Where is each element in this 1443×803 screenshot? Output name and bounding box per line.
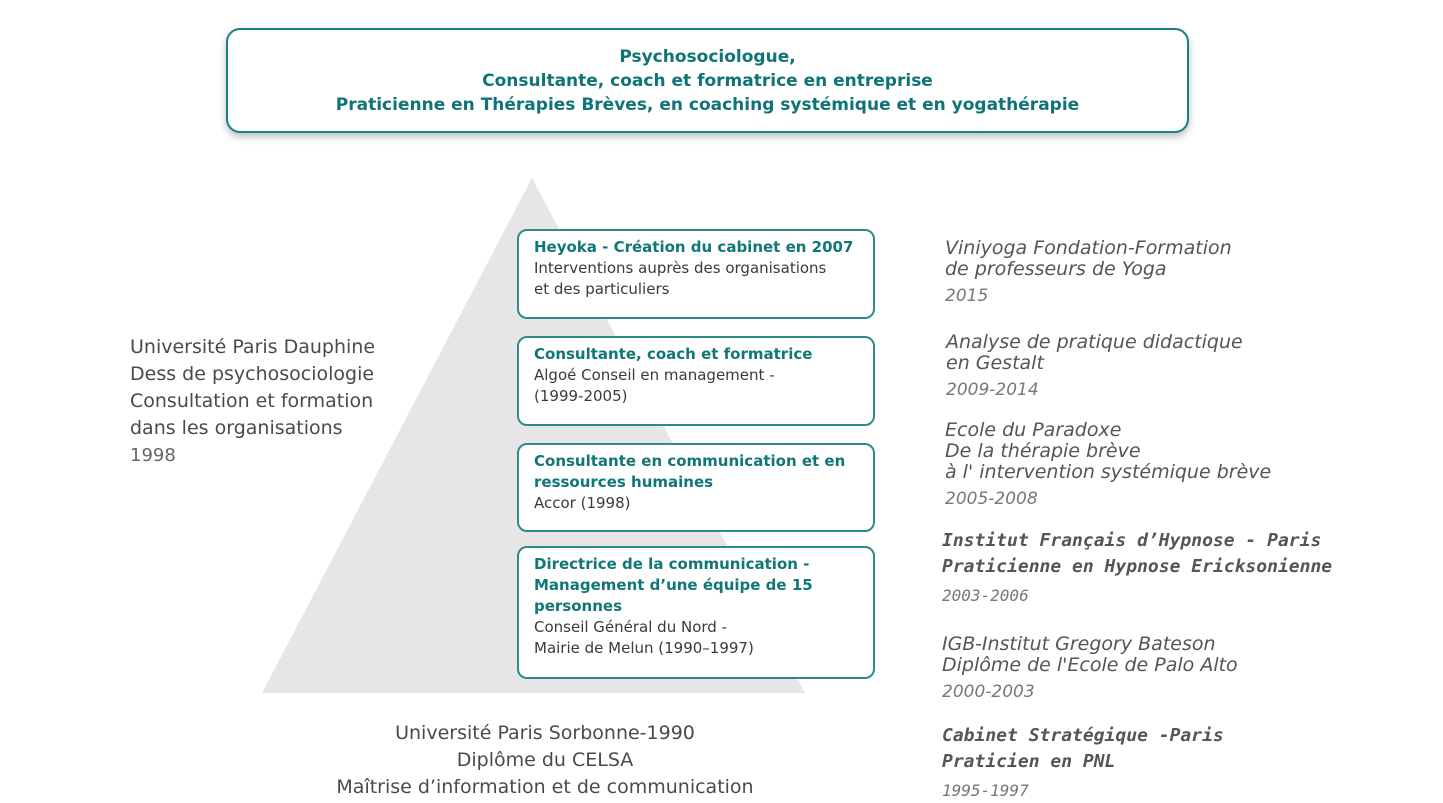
education-line: Université Paris Sorbonne-1990	[395, 722, 695, 744]
role-title: Management d’une équipe de 15	[534, 576, 813, 594]
role-desc: et des particuliers	[534, 280, 670, 298]
role-card-algoe: Consultante, coach et formatrice Algoé C…	[517, 336, 875, 426]
training-hypnose: Institut Français d’Hypnose - Paris Prat…	[942, 528, 1332, 608]
training-name: à l' intervention systémique brève	[945, 461, 1272, 483]
role-desc: Algoé Conseil en management -	[534, 366, 775, 384]
role-desc: (1999-2005)	[534, 387, 628, 405]
role-desc: Conseil Général du Nord -	[534, 618, 727, 636]
education-year: 1998	[130, 445, 176, 466]
training-viniyoga: Viniyoga Fondation-Formation de professe…	[945, 238, 1232, 308]
training-paradoxe: Ecole du Paradoxe De la thérapie brève à…	[945, 420, 1271, 511]
header-line-3: Praticienne en Thérapies Brèves, en coac…	[335, 94, 1080, 115]
education-sorbonne: Université Paris Sorbonne-1990 Diplôme d…	[320, 720, 770, 801]
training-name: IGB-Institut Gregory Bateson	[942, 633, 1216, 655]
education-line: Université Paris Dauphine	[130, 336, 376, 358]
training-name: Viniyoga Fondation-Formation	[945, 237, 1232, 259]
training-name: de professeurs de Yoga	[945, 258, 1167, 280]
role-card-accor: Consultante en communication et en resso…	[517, 443, 875, 532]
role-desc: Accor (1998)	[534, 494, 631, 512]
training-name: Praticien en PNL	[942, 751, 1116, 772]
training-year: 2005-2008	[945, 489, 1038, 509]
role-card-heyoka: Heyoka - Création du cabinet en 2007 Int…	[517, 229, 875, 319]
training-name: en Gestalt	[946, 352, 1044, 374]
training-bateson: IGB-Institut Gregory Bateson Diplôme de …	[942, 634, 1238, 704]
role-card-communication-director: Directrice de la communication - Managem…	[517, 546, 875, 679]
training-gestalt: Analyse de pratique didactique en Gestal…	[946, 332, 1243, 402]
education-dauphine: Université Paris Dauphine Dess de psycho…	[130, 334, 430, 470]
education-line: Consultation et formation	[130, 390, 374, 412]
training-year: 2003-2006	[942, 586, 1029, 605]
role-title: Consultante, coach et formatrice	[534, 345, 813, 363]
header-line-1: Psychosociologue,	[619, 46, 796, 67]
training-name: Analyse de pratique didactique	[946, 331, 1243, 353]
role-title: ressources humaines	[534, 473, 714, 491]
training-name: De la thérapie brève	[945, 440, 1141, 462]
header-banner: Psychosociologue, Consultante, coach et …	[226, 28, 1189, 133]
education-line: Maîtrise d’information et de communicati…	[336, 776, 754, 798]
training-year: 2015	[945, 286, 989, 306]
training-year: 1995-1997	[942, 781, 1029, 800]
training-year: 2009-2014	[946, 380, 1039, 400]
training-name: Cabinet Stratégique -Paris	[942, 725, 1224, 746]
role-title: Heyoka - Création du cabinet en 2007	[534, 238, 854, 256]
role-title: Consultante en communication et en	[534, 452, 846, 470]
training-name: Institut Français d’Hypnose - Paris	[942, 530, 1322, 551]
education-line: Diplôme du CELSA	[456, 749, 634, 771]
education-line: dans les organisations	[130, 417, 343, 439]
training-name: Praticienne en Hypnose Ericksonienne	[942, 556, 1333, 577]
role-desc: Mairie de Melun (1990–1997)	[534, 639, 754, 657]
role-desc: Interventions auprès des organisations	[534, 259, 827, 277]
training-name: Ecole du Paradoxe	[945, 419, 1122, 441]
role-title: Directrice de la communication -	[534, 555, 810, 573]
header-line-2: Consultante, coach et formatrice en entr…	[482, 70, 933, 91]
training-pnl: Cabinet Stratégique -Paris Praticien en …	[942, 723, 1224, 803]
training-year: 2000-2003	[942, 682, 1035, 702]
role-title: personnes	[534, 597, 623, 615]
training-name: Diplôme de l'Ecole de Palo Alto	[942, 654, 1238, 676]
education-line: Dess de psychosociologie	[130, 363, 375, 385]
